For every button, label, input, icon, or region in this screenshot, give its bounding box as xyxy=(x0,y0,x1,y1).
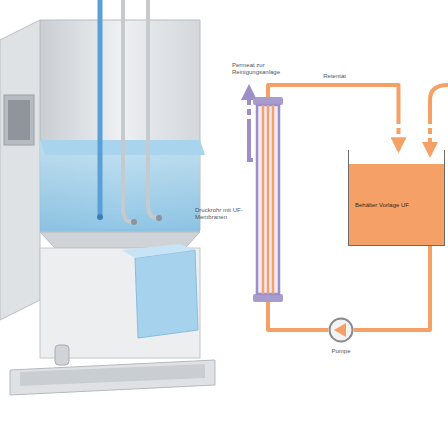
permeate-outlet xyxy=(249,92,253,160)
nozzle xyxy=(156,215,162,221)
pump-housing xyxy=(330,319,353,342)
tube-body xyxy=(257,105,279,294)
edge-label: Retentat xyxy=(323,73,346,80)
nozzle xyxy=(97,214,103,220)
drip-tray xyxy=(10,360,215,395)
grey-pipe xyxy=(148,0,158,218)
feed-tank: Behälter Vorlage UF xyxy=(348,150,445,246)
flow-connector xyxy=(354,246,430,330)
control-panel xyxy=(4,95,34,145)
node-label: Pumpe xyxy=(298,348,384,355)
external-inflow xyxy=(430,85,448,150)
flow-connector xyxy=(268,85,399,150)
inflow-pipe xyxy=(430,85,448,118)
flow-arrow xyxy=(397,118,401,150)
membrane-element xyxy=(267,105,270,294)
flow-label: Permeat zur Reinigungsanlage xyxy=(232,62,296,76)
membrane-element xyxy=(262,105,265,294)
inflow-arrow xyxy=(428,118,432,150)
pump-symbol: Pumpe xyxy=(328,317,354,343)
permeate-arrow xyxy=(247,92,251,125)
node-label: Behälter Vorlage UF xyxy=(355,202,438,209)
pipe xyxy=(268,85,399,118)
vent-grille xyxy=(8,100,30,140)
pump-impeller xyxy=(334,323,346,337)
lower-container xyxy=(135,250,198,338)
grey-pipe xyxy=(123,0,133,222)
membrane-tube-drawing xyxy=(253,97,283,302)
membrane-element xyxy=(272,105,275,294)
permeate-pipe xyxy=(249,125,253,160)
pipe xyxy=(354,246,430,330)
drip-tray-inner xyxy=(20,364,205,386)
node-label: Druckrohr mit UF-Membranen xyxy=(195,207,247,221)
blue-pipe xyxy=(98,0,103,215)
flow-connector xyxy=(268,302,328,330)
pipe xyxy=(268,302,328,330)
membrane-tube: Druckrohr mit UF-Membranen xyxy=(253,97,283,302)
lower-cabinet xyxy=(40,248,200,358)
nozzle xyxy=(131,219,137,225)
washing-machine xyxy=(0,0,215,395)
pump-drawing xyxy=(328,317,354,343)
outlet-pipe xyxy=(55,345,69,365)
lower-container-top xyxy=(122,244,195,258)
housing-side xyxy=(0,20,40,320)
